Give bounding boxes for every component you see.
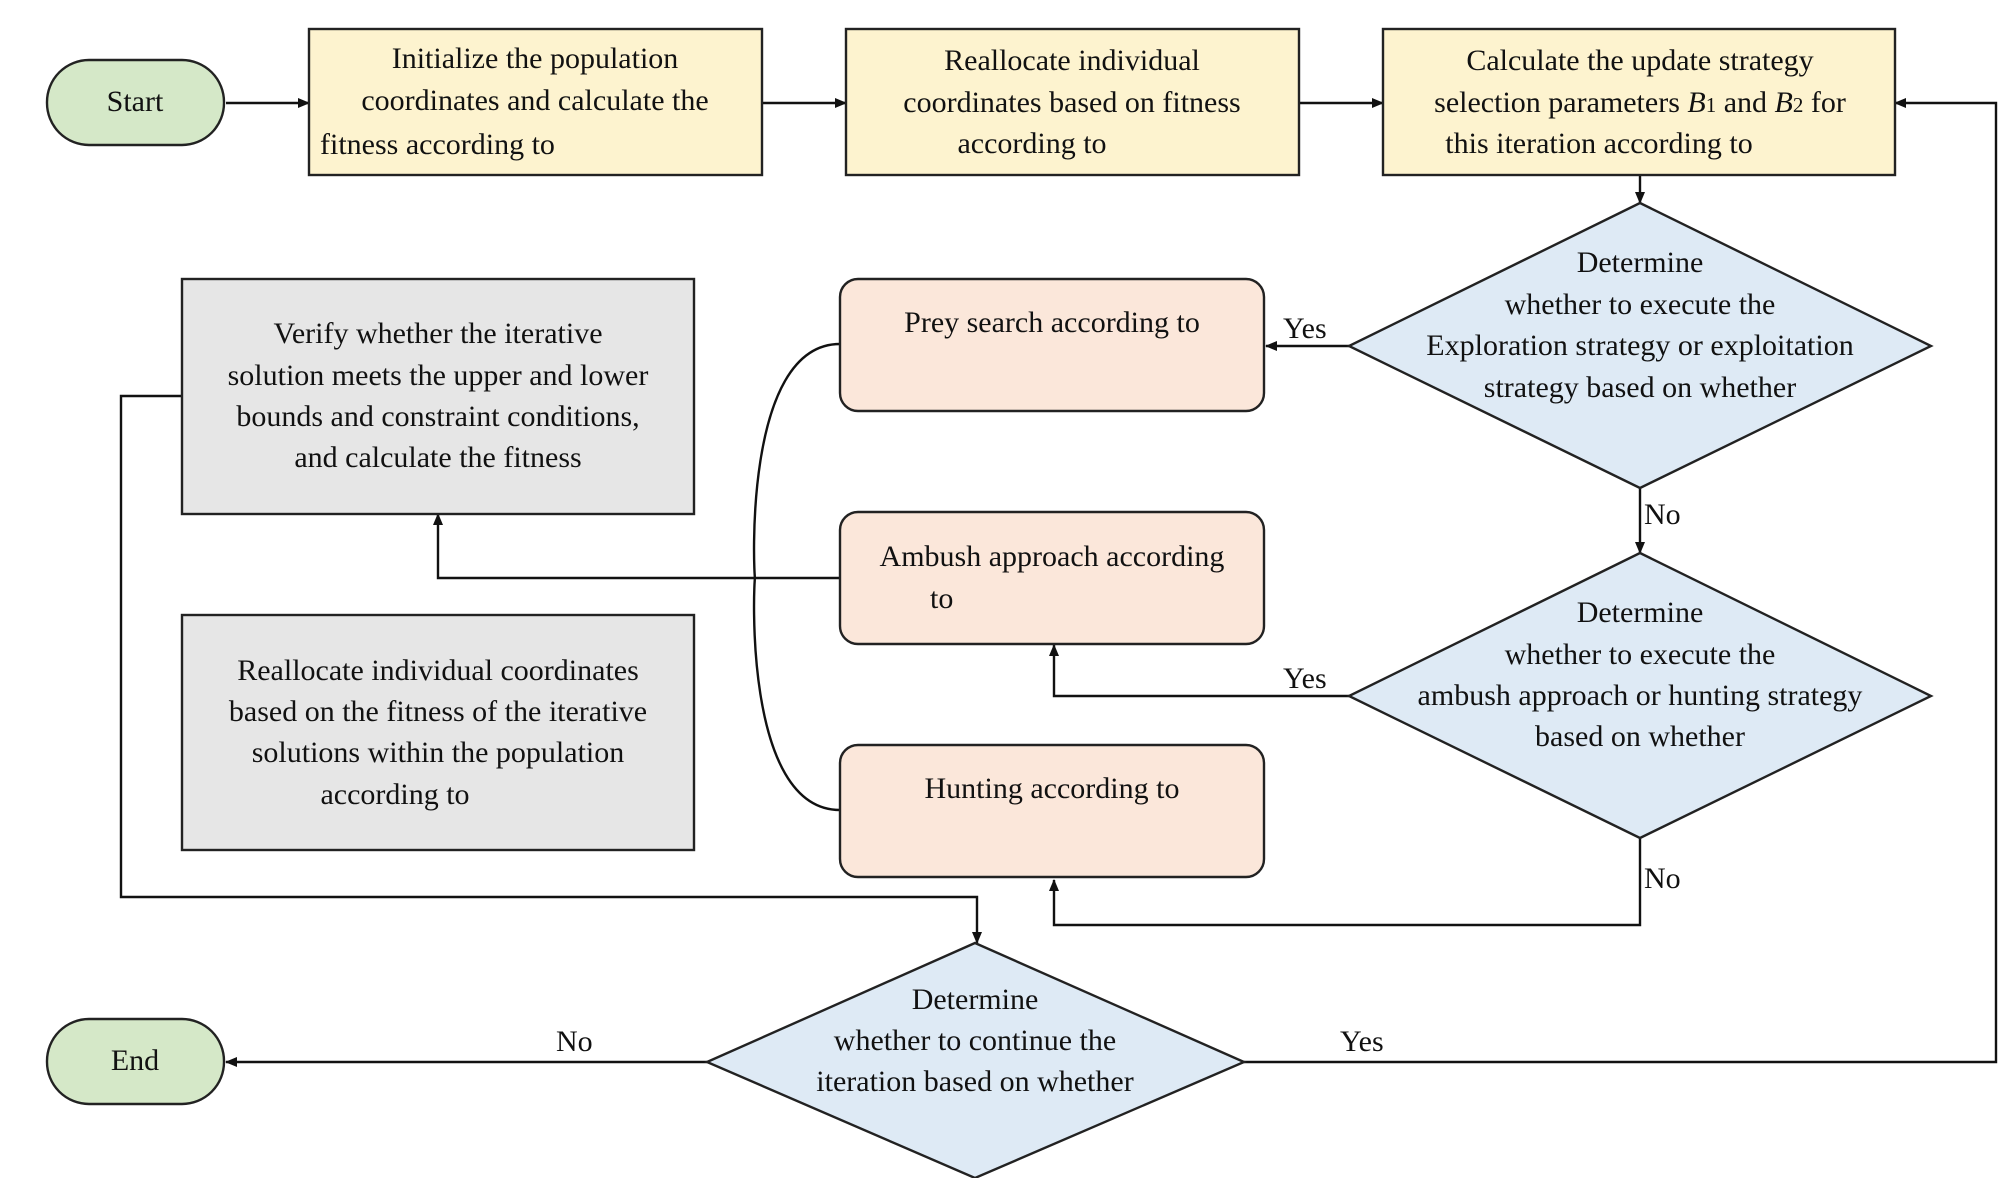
hunting-box: Hunting according to bbox=[838, 743, 1266, 879]
decision-continue-line-3: iteration based on whether bbox=[816, 1065, 1133, 1098]
ambush-line-1: Ambush approach according bbox=[880, 540, 1225, 573]
decision-explore-line-2: whether to execute the bbox=[1505, 288, 1776, 321]
init-line-2: coordinates and calculate the bbox=[361, 84, 708, 117]
decision-ambush-line-4: based on whether bbox=[1535, 720, 1745, 753]
edge-strategies-to-verify bbox=[433, 513, 840, 580]
ambush-line-2: to bbox=[930, 582, 953, 615]
calc-params-box: Calculate the update strategy selection … bbox=[1381, 27, 1897, 177]
realloc-iter-line-1: Reallocate individual coordinates bbox=[237, 654, 639, 687]
init-box: Initialize the population coordinates an… bbox=[307, 27, 764, 177]
realloc-iter-line-2: based on the fitness of the iterative bbox=[229, 695, 647, 728]
start-label: Start bbox=[107, 85, 164, 118]
realloc-top-line-3: according to bbox=[957, 127, 1106, 160]
realloc-top-box: Reallocate individual coordinates based … bbox=[844, 27, 1301, 177]
edge-yes-to-ambush bbox=[1049, 644, 1349, 698]
edge-no-to-hunting bbox=[1049, 838, 1642, 927]
edge-label-no-ambush: No bbox=[1644, 862, 1681, 895]
realloc-iter-box: Reallocate individual coordinates based … bbox=[180, 613, 696, 852]
edge-label-yes-explore: Yes bbox=[1283, 312, 1327, 345]
decision-continue-line-1: Determine bbox=[912, 983, 1039, 1016]
verify-line-3: bounds and constraint conditions, bbox=[236, 400, 639, 433]
verify-line-2: solution meets the upper and lower bbox=[228, 359, 649, 392]
calc-params-line-3: this iteration according to bbox=[1445, 127, 1752, 160]
decision-explore-line-1: Determine bbox=[1577, 246, 1704, 279]
init-line-3: fitness according to bbox=[320, 128, 555, 161]
decision-continue-line-2: whether to continue the bbox=[834, 1024, 1116, 1057]
decision-ambush-line-3: ambush approach or hunting strategy bbox=[1418, 679, 1863, 712]
calc-params-line-1: Calculate the update strategy bbox=[1466, 44, 1813, 77]
calc-params-line-2: selection parameters B1 and B2 for bbox=[1434, 86, 1846, 119]
prey-search-line-1: Prey search according to bbox=[904, 306, 1200, 339]
edge-label-yes-continue: Yes bbox=[1340, 1025, 1384, 1058]
edge-label-no-explore: No bbox=[1644, 498, 1681, 531]
decision-explore-line-4: strategy based on whether bbox=[1484, 371, 1796, 404]
hunting-line-1: Hunting according to bbox=[925, 772, 1180, 805]
realloc-top-line-1: Reallocate individual bbox=[944, 44, 1200, 77]
decision-explore-line-3: Exploration strategy or exploitation bbox=[1426, 329, 1853, 362]
start-node: Start bbox=[45, 58, 226, 147]
init-line-1: Initialize the population bbox=[392, 42, 679, 75]
realloc-top-line-2: coordinates based on fitness bbox=[903, 86, 1240, 119]
edge-label-yes-ambush: Yes bbox=[1283, 662, 1327, 695]
ambush-box: Ambush approach according to bbox=[838, 510, 1266, 646]
decision-continue: Determine whether to continue the iterat… bbox=[704, 941, 1247, 1178]
decision-explore: Determine whether to execute the Explora… bbox=[1346, 201, 1934, 490]
verify-line-4: and calculate the fitness bbox=[294, 441, 581, 474]
edge-label-no-continue: No bbox=[556, 1025, 593, 1058]
realloc-iter-line-4: according to bbox=[320, 778, 469, 811]
edge-verify-to-decision-continue bbox=[119, 394, 982, 944]
edges bbox=[119, 98, 1998, 1067]
decision-ambush: Determine whether to execute the ambush … bbox=[1346, 551, 1934, 840]
end-label: End bbox=[111, 1044, 159, 1077]
edge-yes-loop-to-calc bbox=[1244, 98, 1998, 1064]
realloc-iter-line-3: solutions within the population bbox=[252, 736, 625, 769]
prey-search-box: Prey search according to bbox=[838, 277, 1266, 413]
decision-ambush-line-1: Determine bbox=[1577, 596, 1704, 629]
decision-ambush-line-2: whether to execute the bbox=[1505, 638, 1776, 671]
end-node: End bbox=[45, 1017, 226, 1106]
verify-line-1: Verify whether the iterative bbox=[273, 317, 602, 350]
verify-box: Verify whether the iterative solution me… bbox=[180, 277, 696, 516]
